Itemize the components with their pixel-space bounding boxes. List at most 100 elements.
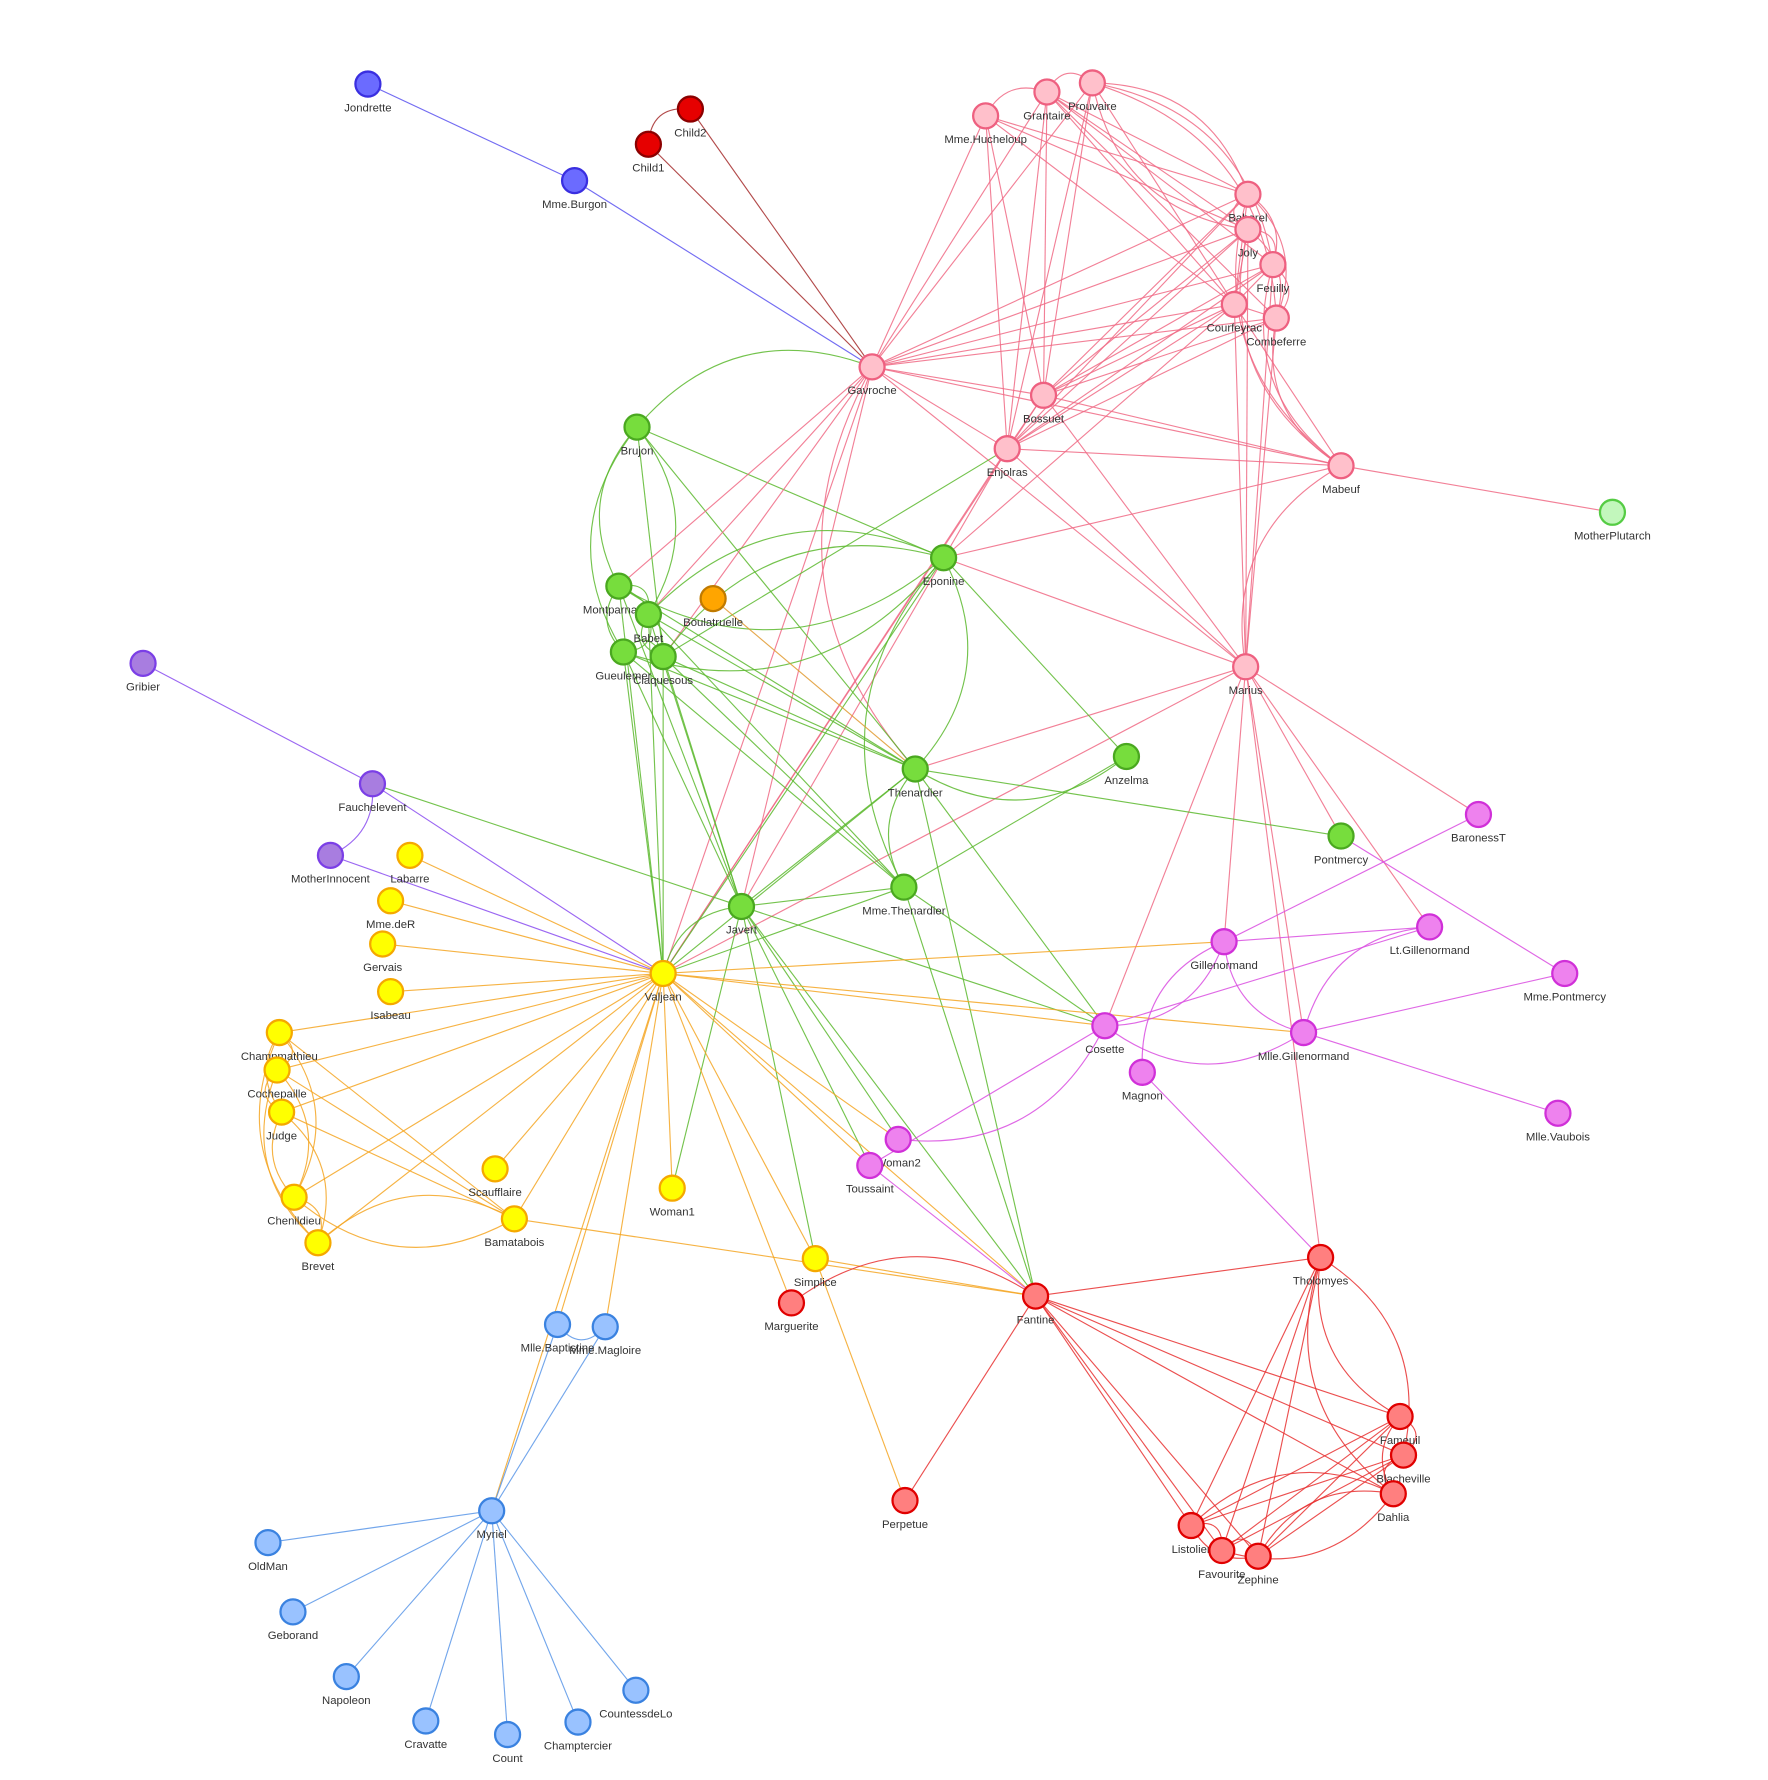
node-circle-icon[interactable] bbox=[304, 1229, 332, 1257]
node-Mme.Thenardier[interactable]: Mme.Thenardier bbox=[862, 873, 946, 918]
node-Myriel[interactable]: Myriel bbox=[477, 1497, 507, 1541]
node-circle-icon[interactable] bbox=[1244, 1542, 1272, 1570]
node-circle-icon[interactable] bbox=[1306, 1243, 1335, 1272]
node-circle-icon[interactable] bbox=[858, 353, 886, 381]
node-Chenildieu[interactable]: Chenildieu bbox=[267, 1183, 321, 1228]
node-circle-icon[interactable] bbox=[1078, 69, 1106, 97]
node-circle-icon[interactable] bbox=[316, 841, 345, 869]
node-Geborand[interactable]: Geborand bbox=[268, 1598, 318, 1642]
node-MotherInnocent[interactable]: MotherInnocent bbox=[291, 841, 371, 886]
node-circle-icon[interactable] bbox=[543, 1310, 572, 1339]
node-Mme.Hucheloup[interactable]: Mme.Hucheloup bbox=[944, 102, 1027, 146]
node-circle-icon[interactable] bbox=[1544, 1099, 1572, 1127]
node-circle-icon[interactable] bbox=[280, 1183, 308, 1211]
node-Eponine[interactable]: Eponine bbox=[923, 544, 965, 588]
node-circle-icon[interactable] bbox=[676, 95, 705, 123]
node-circle-icon[interactable] bbox=[699, 585, 727, 613]
node-Zephine[interactable]: Zephine bbox=[1238, 1542, 1279, 1587]
node-circle-icon[interactable] bbox=[972, 102, 1000, 130]
node-Isabeau[interactable]: Isabeau bbox=[370, 978, 411, 1022]
node-Grantaire[interactable]: Grantaire bbox=[1023, 78, 1071, 123]
node-Bamatabois[interactable]: Bamatabois bbox=[484, 1205, 545, 1249]
node-Claquesous[interactable]: Claquesous bbox=[633, 642, 693, 687]
node-circle-icon[interactable] bbox=[777, 1289, 806, 1317]
node-Fauchelevent[interactable]: Fauchelevent bbox=[338, 770, 407, 814]
node-circle-icon[interactable] bbox=[396, 841, 424, 869]
node-circle-icon[interactable] bbox=[605, 572, 633, 600]
node-Gillenormand[interactable]: Gillenormand bbox=[1190, 928, 1258, 972]
node-Child2[interactable]: Child2 bbox=[674, 95, 706, 140]
node-circle-icon[interactable] bbox=[1128, 1058, 1156, 1086]
node-circle-icon[interactable] bbox=[1234, 215, 1262, 244]
node-circle-icon[interactable] bbox=[1327, 822, 1355, 850]
node-Fantine[interactable]: Fantine bbox=[1017, 1282, 1055, 1327]
node-Gervais[interactable]: Gervais bbox=[363, 930, 403, 974]
node-circle-icon[interactable] bbox=[1112, 742, 1141, 771]
node-circle-icon[interactable] bbox=[254, 1528, 282, 1557]
node-circle-icon[interactable] bbox=[634, 600, 663, 629]
node-circle-icon[interactable] bbox=[481, 1155, 509, 1183]
node-circle-icon[interactable] bbox=[649, 642, 677, 671]
node-OldMan[interactable]: OldMan bbox=[248, 1528, 288, 1573]
node-Boulatruelle[interactable]: Boulatruelle bbox=[683, 585, 743, 629]
node-circle-icon[interactable] bbox=[332, 1662, 360, 1691]
node-circle-icon[interactable] bbox=[1598, 498, 1627, 526]
node-circle-icon[interactable] bbox=[1220, 290, 1248, 319]
node-circle-icon[interactable] bbox=[727, 892, 756, 921]
node-Judge[interactable]: Judge bbox=[266, 1098, 297, 1143]
node-circle-icon[interactable] bbox=[1091, 1012, 1119, 1040]
node-Mme.deR[interactable]: Mme.deR bbox=[366, 887, 415, 931]
node-Fameuil[interactable]: Fameuil bbox=[1380, 1402, 1420, 1447]
node-Blacheville[interactable]: Blacheville bbox=[1376, 1441, 1431, 1486]
node-circle-icon[interactable] bbox=[1208, 1536, 1236, 1565]
node-circle-icon[interactable] bbox=[884, 1125, 912, 1153]
node-Gueulemer[interactable]: Gueulemer bbox=[595, 638, 652, 683]
node-circle-icon[interactable] bbox=[993, 435, 1021, 463]
node-circle-icon[interactable] bbox=[129, 649, 157, 678]
node-circle-icon[interactable] bbox=[560, 166, 589, 195]
node-Combeferre[interactable]: Combeferre bbox=[1246, 304, 1306, 349]
node-circle-icon[interactable] bbox=[801, 1244, 829, 1273]
node-Child1[interactable]: Child1 bbox=[632, 130, 664, 175]
node-Cosette[interactable]: Cosette bbox=[1085, 1012, 1124, 1056]
node-Tholomyes[interactable]: Tholomyes bbox=[1293, 1243, 1349, 1288]
node-circle-icon[interactable] bbox=[412, 1707, 440, 1735]
node-Mme.Burgon[interactable]: Mme.Burgon bbox=[542, 166, 607, 211]
node-circle-icon[interactable] bbox=[267, 1098, 296, 1126]
node-circle-icon[interactable] bbox=[591, 1313, 619, 1341]
node-Mme.Pontmercy[interactable]: Mme.Pontmercy bbox=[1523, 959, 1606, 1004]
node-circle-icon[interactable] bbox=[929, 544, 958, 572]
node-Feuilly[interactable]: Feuilly bbox=[1257, 251, 1290, 295]
node-circle-icon[interactable] bbox=[1262, 304, 1290, 332]
node-Gribier[interactable]: Gribier bbox=[126, 649, 160, 694]
node-Prouvaire[interactable]: Prouvaire bbox=[1068, 69, 1117, 113]
node-Courfeyrac[interactable]: Courfeyrac bbox=[1207, 290, 1263, 335]
node-circle-icon[interactable] bbox=[376, 978, 405, 1006]
node-circle-icon[interactable] bbox=[622, 1676, 650, 1704]
node-Jondrette[interactable]: Jondrette bbox=[344, 70, 392, 115]
node-circle-icon[interactable] bbox=[634, 130, 663, 158]
node-Magnon[interactable]: Magnon bbox=[1122, 1058, 1163, 1103]
node-circle-icon[interactable] bbox=[358, 770, 387, 798]
node-Joly[interactable]: Joly bbox=[1234, 215, 1262, 260]
node-circle-icon[interactable] bbox=[891, 1486, 919, 1515]
node-Brevet[interactable]: Brevet bbox=[302, 1229, 336, 1273]
node-circle-icon[interactable] bbox=[1327, 452, 1355, 480]
node-Perpetue[interactable]: Perpetue bbox=[882, 1486, 928, 1531]
node-circle-icon[interactable] bbox=[1021, 1282, 1050, 1310]
node-Toussaint[interactable]: Toussaint bbox=[846, 1151, 895, 1196]
node-Bossuet[interactable]: Bossuet bbox=[1023, 381, 1065, 426]
node-MotherPlutarch[interactable]: MotherPlutarch bbox=[1574, 498, 1651, 543]
node-Listolier[interactable]: Listolier bbox=[1172, 1511, 1211, 1556]
node-Napoleon[interactable]: Napoleon bbox=[322, 1662, 371, 1707]
node-circle-icon[interactable] bbox=[1464, 800, 1493, 829]
node-circle-icon[interactable] bbox=[354, 70, 382, 98]
node-circle-icon[interactable] bbox=[901, 755, 929, 783]
node-circle-icon[interactable] bbox=[564, 1708, 592, 1736]
node-circle-icon[interactable] bbox=[1259, 251, 1287, 279]
node-Marguerite[interactable]: Marguerite bbox=[764, 1289, 819, 1333]
node-circle-icon[interactable] bbox=[1177, 1511, 1205, 1540]
node-circle-icon[interactable] bbox=[1551, 959, 1579, 988]
node-Mlle.Baptistine[interactable]: Mlle.Baptistine bbox=[521, 1310, 595, 1355]
node-BaronessT[interactable]: BaronessT bbox=[1451, 800, 1506, 845]
